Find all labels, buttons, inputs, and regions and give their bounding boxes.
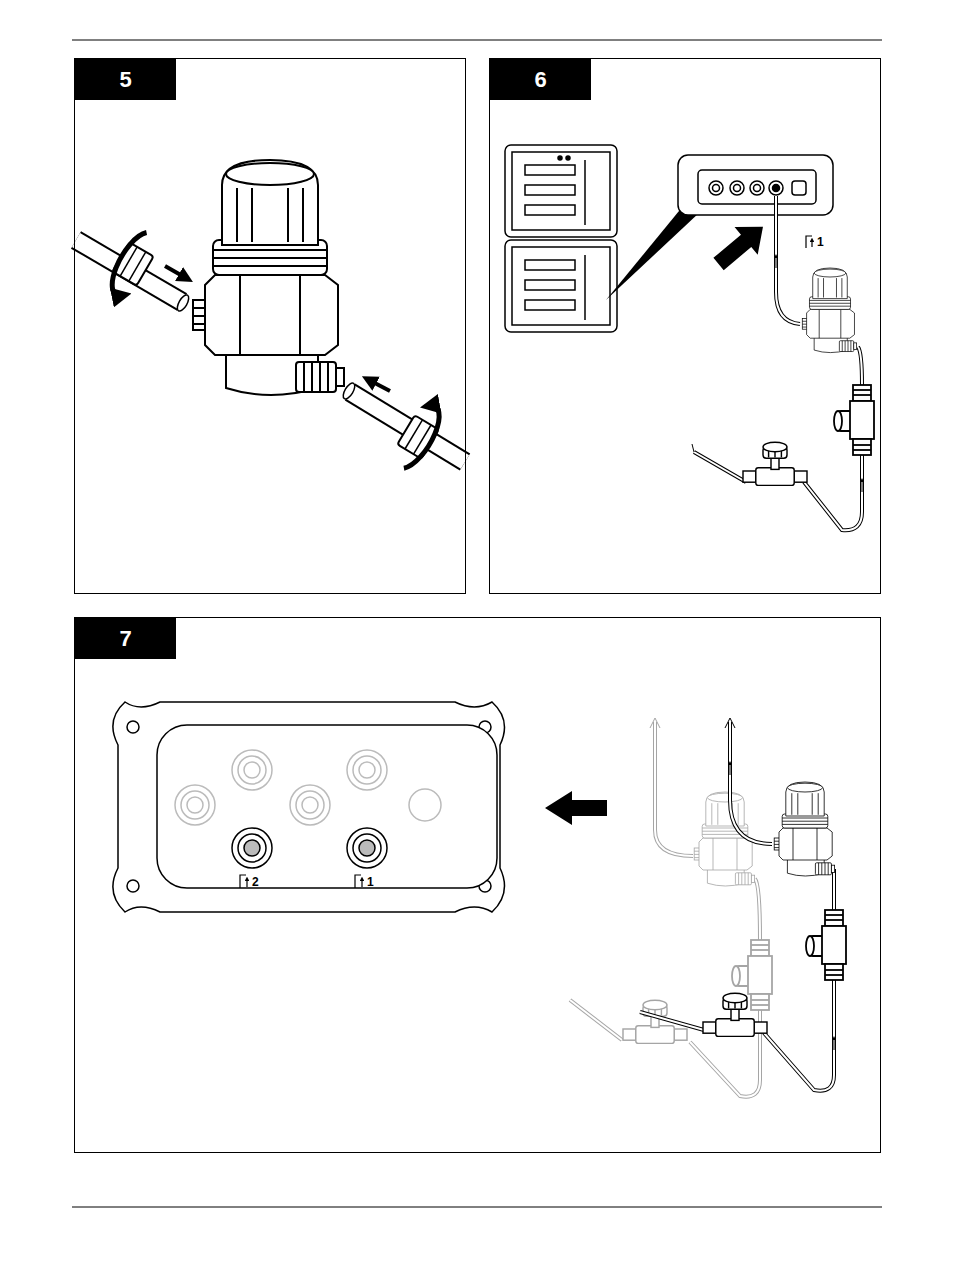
step-panel: 6 <box>489 58 881 594</box>
port-icon <box>240 875 362 888</box>
direction-arrow <box>707 213 775 278</box>
port-number: 2 <box>252 876 259 888</box>
gas-line <box>692 196 862 530</box>
step-panel: 5 <box>74 58 466 594</box>
connector-plate <box>113 702 505 912</box>
regulator-closeup <box>76 160 465 473</box>
port-icon <box>806 236 812 248</box>
step-badge: 5 <box>75 59 176 100</box>
step-number: 7 <box>119 628 131 650</box>
step-number: 5 <box>119 69 131 91</box>
connector-inset <box>678 155 833 215</box>
step-badge: 6 <box>490 59 591 100</box>
active-port <box>232 828 387 868</box>
port-number: 1 <box>367 876 374 888</box>
inactive-port <box>175 750 441 825</box>
second-gas-line <box>570 718 772 1097</box>
step-number: 6 <box>534 69 546 91</box>
step-panel: 7 <box>74 617 881 1153</box>
analyzer-enclosure <box>505 145 617 332</box>
port-number: 1 <box>817 236 824 248</box>
step-badge: 7 <box>75 618 176 659</box>
page-rule <box>72 40 882 1207</box>
gas-line <box>640 718 846 1091</box>
direction-arrow <box>545 791 607 825</box>
